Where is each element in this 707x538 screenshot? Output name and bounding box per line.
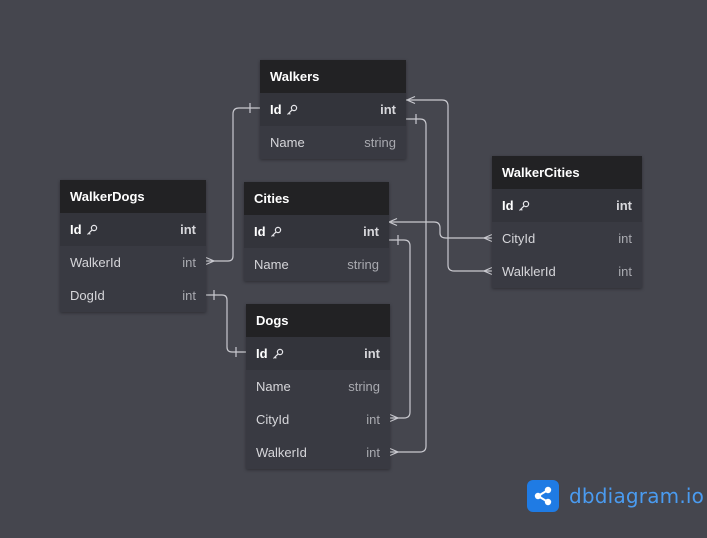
field-row[interactable]: WalkerId int bbox=[60, 246, 206, 279]
table-header: WalkerDogs bbox=[60, 180, 206, 213]
field-row[interactable]: CityId int bbox=[492, 222, 642, 255]
field-row[interactable]: Id int bbox=[246, 337, 390, 370]
rel-walkercities-walkers-crow1 bbox=[405, 95, 416, 105]
table-dogs[interactable]: Dogs Id int Name string CityId int Walke… bbox=[246, 304, 390, 469]
table-walkerdogs[interactable]: WalkerDogs Id int WalkerId int DogId int bbox=[60, 180, 206, 312]
field-type: int bbox=[366, 412, 380, 427]
field-type: int bbox=[180, 222, 196, 237]
field-type: int bbox=[618, 231, 632, 246]
field-name: Id bbox=[502, 198, 514, 213]
field-type: int bbox=[364, 346, 380, 361]
rel-dogs-cities bbox=[388, 239, 411, 419]
field-name: WalkerId bbox=[70, 255, 121, 270]
key-icon bbox=[270, 226, 281, 237]
key-icon bbox=[272, 348, 283, 359]
field-row[interactable]: WalklerId int bbox=[492, 255, 642, 288]
field-name: Id bbox=[256, 346, 268, 361]
field-row[interactable]: Id int bbox=[492, 189, 642, 222]
rel-walkerdogs-dogs bbox=[206, 294, 246, 353]
field-type: int bbox=[366, 445, 380, 460]
table-walkercities[interactable]: WalkerCities Id int CityId int WalklerId… bbox=[492, 156, 642, 288]
rel-walkerdogs-walkers-crow bbox=[205, 256, 216, 266]
dbdiagram-brand[interactable]: dbdiagram.io bbox=[527, 480, 704, 512]
field-row[interactable]: WalkerId int bbox=[246, 436, 390, 469]
rel-walkercities-cities-crow2 bbox=[482, 233, 493, 243]
rel-walkercities-cities-crow1 bbox=[387, 217, 398, 227]
table-header: Walkers bbox=[260, 60, 406, 93]
field-type: int bbox=[616, 198, 632, 213]
field-name: Name bbox=[256, 379, 291, 394]
field-type: int bbox=[618, 264, 632, 279]
field-name: DogId bbox=[70, 288, 105, 303]
rel-dogs-walkers bbox=[390, 118, 427, 453]
key-icon bbox=[286, 104, 297, 115]
field-name: Name bbox=[270, 135, 305, 150]
table-walkers[interactable]: Walkers Id int Name string bbox=[260, 60, 406, 159]
field-row[interactable]: Id int bbox=[60, 213, 206, 246]
field-name: CityId bbox=[256, 412, 290, 427]
field-name: WalkerId bbox=[256, 445, 307, 460]
share-logo-icon bbox=[527, 480, 559, 512]
table-header: WalkerCities bbox=[492, 156, 642, 189]
field-row[interactable]: Id int bbox=[244, 215, 389, 248]
field-type: int bbox=[182, 255, 196, 270]
rel-walkerdogs-walkers bbox=[206, 107, 260, 262]
field-name: WalklerId bbox=[502, 264, 556, 279]
rel-walkercities-walkers bbox=[406, 99, 492, 272]
field-name: CityId bbox=[502, 231, 536, 246]
field-row[interactable]: DogId int bbox=[60, 279, 206, 312]
field-row[interactable]: Name string bbox=[244, 248, 389, 281]
field-type: int bbox=[380, 102, 396, 117]
field-name: Id bbox=[270, 102, 282, 117]
field-row[interactable]: Name string bbox=[260, 126, 406, 159]
rel-walkercities-cities bbox=[388, 221, 492, 239]
field-name: Name bbox=[254, 257, 289, 272]
table-header: Dogs bbox=[246, 304, 390, 337]
table-cities[interactable]: Cities Id int Name string bbox=[244, 182, 389, 281]
key-icon bbox=[518, 200, 529, 211]
field-name: Id bbox=[70, 222, 82, 237]
field-type: string bbox=[348, 379, 380, 394]
field-type: string bbox=[364, 135, 396, 150]
field-row[interactable]: CityId int bbox=[246, 403, 390, 436]
key-icon bbox=[86, 224, 97, 235]
rel-walkercities-walkers-crow2 bbox=[482, 266, 493, 276]
brand-wordmark: dbdiagram.io bbox=[569, 484, 705, 508]
field-type: string bbox=[347, 257, 379, 272]
field-type: int bbox=[182, 288, 196, 303]
field-type: int bbox=[363, 224, 379, 239]
rel-dogs-walkers-crow bbox=[389, 447, 400, 457]
field-row[interactable]: Name string bbox=[246, 370, 390, 403]
rel-dogs-cities-crow bbox=[389, 413, 400, 423]
field-row[interactable]: Id int bbox=[260, 93, 406, 126]
table-header: Cities bbox=[244, 182, 389, 215]
field-name: Id bbox=[254, 224, 266, 239]
